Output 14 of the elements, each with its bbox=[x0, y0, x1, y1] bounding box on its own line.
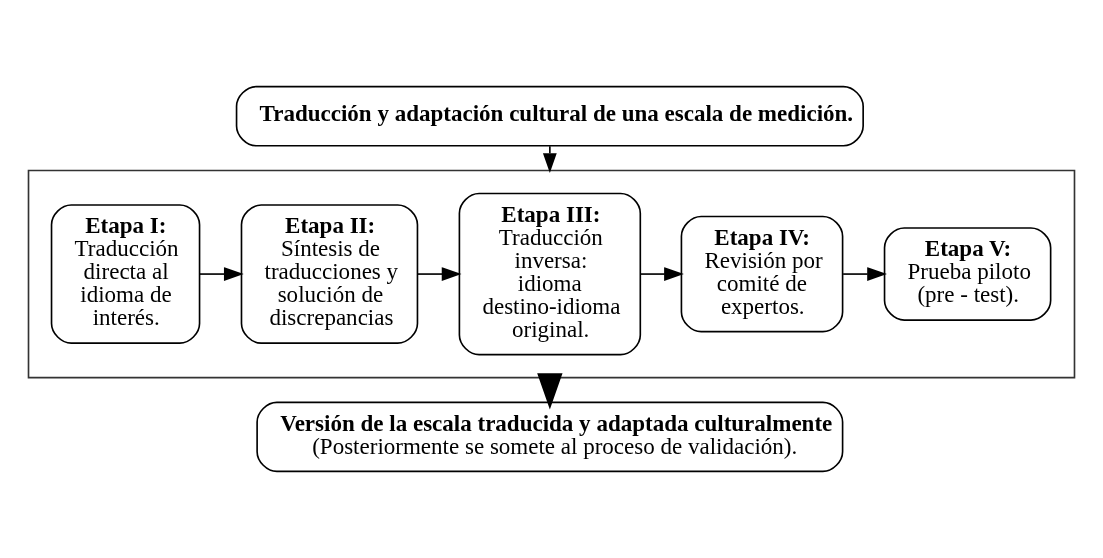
node-box: Versión de la escala traducida y adaptada culturalmente (Posteriormente se somete al proceso de validación). bbox=[256, 401, 844, 473]
arrow bbox=[416, 267, 462, 281]
arrow bbox=[542, 145, 557, 173]
node-box: Etapa II: Síntesis de traducciones y solución de discrepancias bbox=[240, 204, 419, 344]
arrow bbox=[639, 267, 684, 281]
cluster bbox=[27, 169, 1076, 379]
node-box: Etapa III: Traducción inversa: idioma destino-idioma original. bbox=[458, 192, 642, 356]
arrow bbox=[537, 373, 563, 410]
arrow bbox=[198, 267, 244, 281]
node-box: Etapa V: Prueba piloto (pre - test). bbox=[883, 227, 1052, 321]
node-box: Etapa IV: Revisión por comité de expertos. bbox=[680, 215, 844, 333]
node-box: Etapa I: Traducción directa al idioma de interés. bbox=[50, 204, 201, 344]
node-box: Traducción y adaptación cultural de una escala de medición. bbox=[235, 85, 864, 147]
arrow bbox=[842, 267, 887, 281]
